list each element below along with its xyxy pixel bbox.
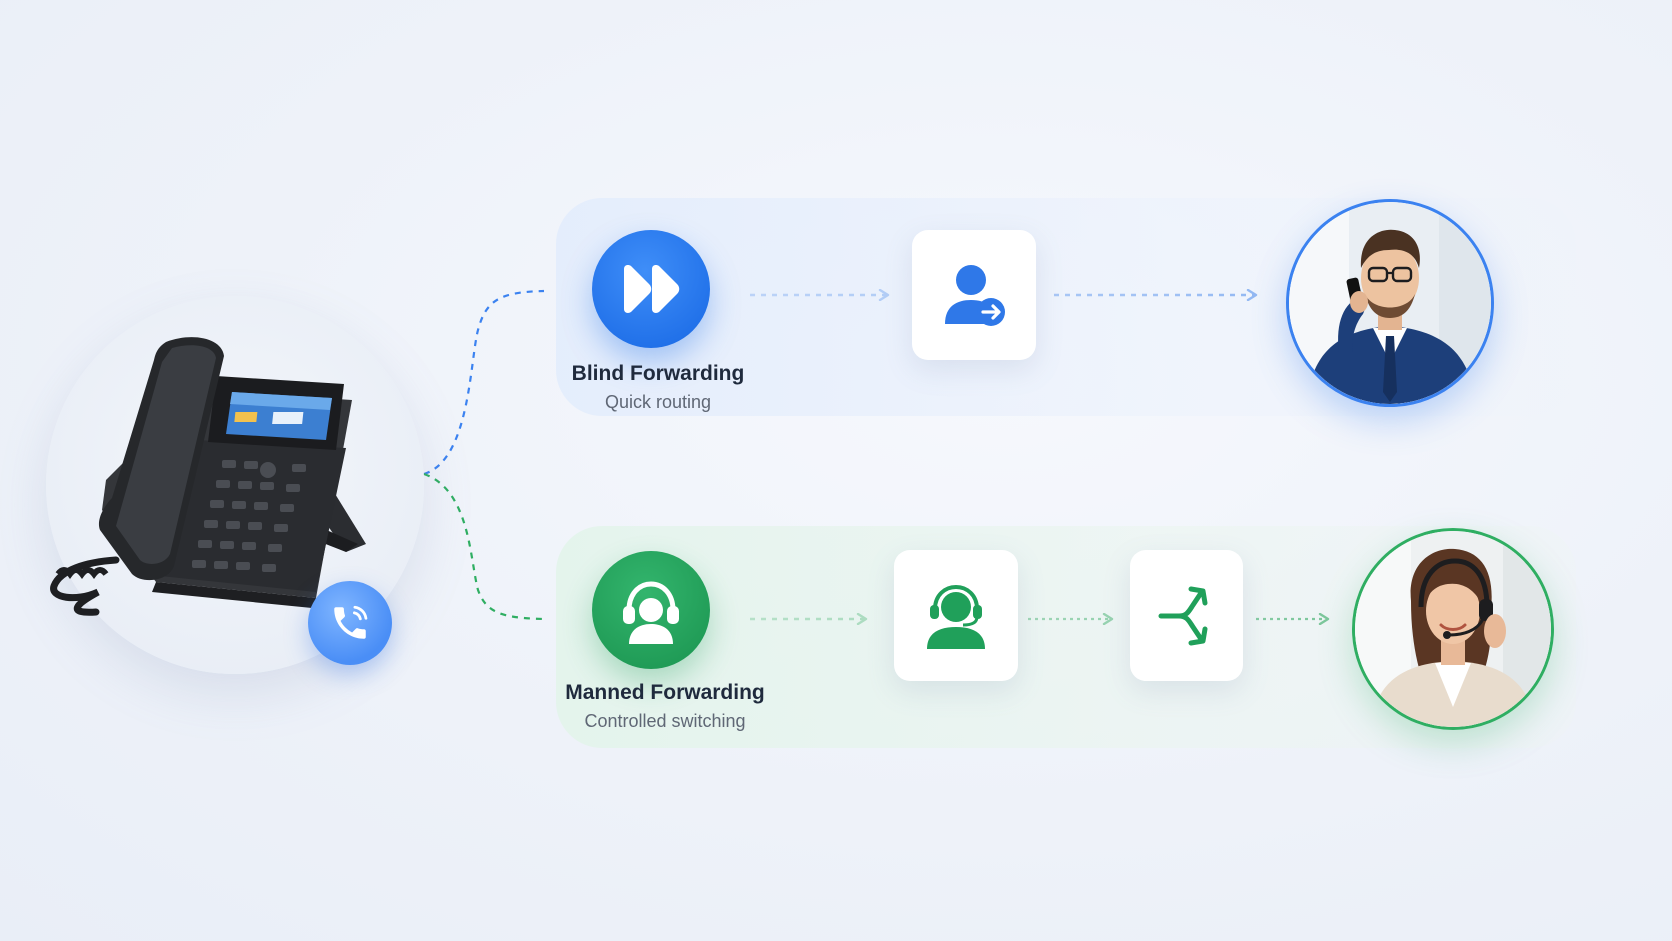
- desk-phone-illustration: [50, 337, 366, 616]
- fast-forward-icon: [592, 230, 710, 348]
- blind-forwarding-title: Blind Forwarding: [571, 362, 745, 385]
- branch-split-icon: [1158, 586, 1207, 645]
- businessman-avatar: [1286, 199, 1494, 407]
- headset-agent-icon: [592, 551, 710, 669]
- manned-forwarding-subtitle: Controlled switching: [584, 711, 746, 731]
- support-agent-avatar: [1352, 528, 1554, 730]
- manned-agent-card: [894, 550, 1018, 681]
- branch-connector-blind: [423, 289, 545, 476]
- manned-switch-card: [1130, 550, 1243, 681]
- phone-ringing-icon: [308, 581, 392, 665]
- blind-transfer-card: [912, 230, 1036, 360]
- user-forward-icon: [945, 265, 1005, 326]
- agent-headset-icon: [927, 584, 985, 649]
- manned-forwarding-title: Manned Forwarding: [565, 681, 765, 704]
- branch-connector-manned: [423, 472, 545, 621]
- blind-forwarding-subtitle: Quick routing: [604, 392, 712, 412]
